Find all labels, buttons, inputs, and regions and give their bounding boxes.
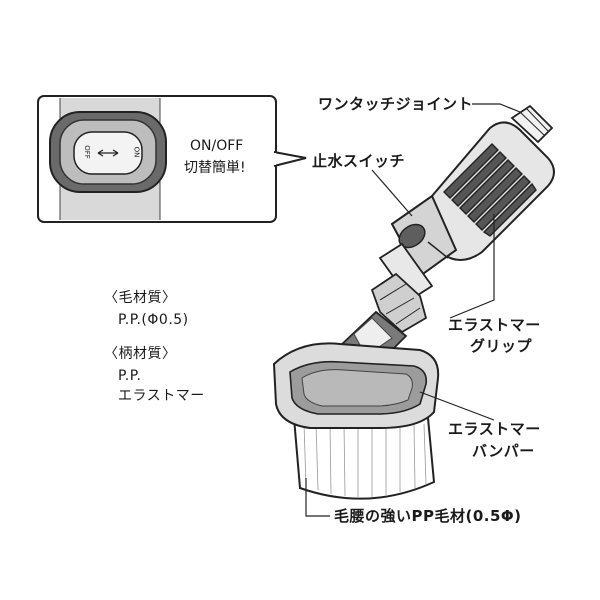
- leader-lines: [305, 103, 521, 517]
- brush-head: [272, 342, 440, 500]
- callout-water-stop-switch: 止水スイッチ: [312, 152, 406, 170]
- callout-bumper-line1: エラストマー: [448, 420, 541, 438]
- inset-onoff-label: ON/OFF: [190, 138, 244, 154]
- switch-on-label: ON: [132, 146, 141, 158]
- handle-material-value2: エラストマー: [118, 388, 205, 404]
- callout-bumper-line2: バンパー: [472, 442, 535, 460]
- bristle-material-value: P.P.(Φ0.5): [118, 312, 189, 328]
- switch-off-label: OFF: [82, 145, 91, 159]
- inset-easy-switch-label: 切替簡単!: [184, 160, 246, 176]
- inset-panel: [37, 95, 307, 223]
- callout-grip-line1: エラストマー: [448, 316, 541, 334]
- callout-one-touch-joint: ワンタッチジョイント: [318, 95, 474, 113]
- handle-material-heading: 〈柄材質〉: [104, 346, 177, 362]
- callout-grip-line2: グリップ: [470, 337, 533, 355]
- brush-handle: [338, 104, 555, 370]
- handle-material-value1: P.P.: [118, 368, 142, 384]
- bristle-material-heading: 〈毛材質〉: [104, 290, 177, 306]
- callout-bristles: 毛腰の強いPP毛材(0.5Φ): [334, 507, 522, 525]
